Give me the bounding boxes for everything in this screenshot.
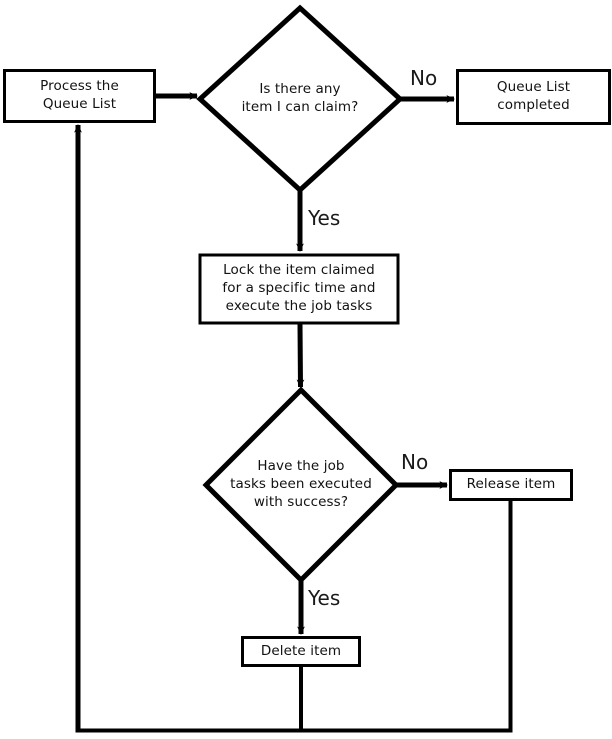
node-lock-item[interactable]	[199, 254, 399, 324]
node-shape-release-item	[449, 469, 573, 501]
node-shape-delete-item	[241, 636, 361, 667]
node-decision-claim[interactable]	[200, 8, 400, 190]
node-delete-item[interactable]	[242, 637, 360, 666]
edge-lock-item-to-decision-success	[296, 323, 305, 388]
node-shape-lock-item	[198, 253, 400, 325]
node-process-queue-list[interactable]	[4, 70, 155, 122]
node-shape-queue-list-completed	[456, 69, 611, 125]
node-decision-success[interactable]	[206, 390, 396, 580]
node-shape-process-queue-list	[3, 69, 156, 123]
node-release-item[interactable]	[450, 470, 572, 500]
node-queue-list-completed[interactable]	[457, 70, 610, 124]
